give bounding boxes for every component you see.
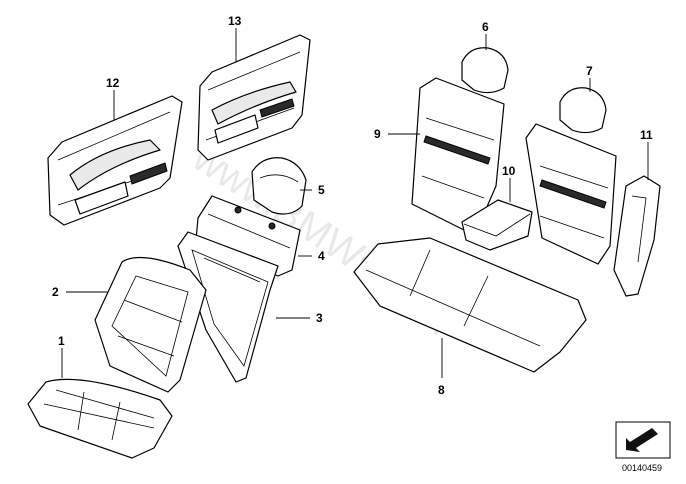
part-5-front-headrest bbox=[251, 157, 307, 215]
part-3-backrest-frame bbox=[177, 231, 279, 383]
label-11: 11 bbox=[640, 128, 653, 142]
label-7: 7 bbox=[586, 64, 593, 78]
part-7-rear-headrest-right bbox=[559, 87, 607, 134]
label-8: 8 bbox=[438, 383, 445, 397]
label-5: 5 bbox=[318, 183, 325, 197]
diagonal-arrow-icon bbox=[615, 421, 671, 459]
part-6-rear-headrest-left bbox=[461, 47, 509, 94]
label-2: 2 bbox=[52, 285, 59, 299]
label-1: 1 bbox=[58, 334, 65, 348]
part-12-front-door-trim bbox=[47, 95, 183, 226]
part-1-seat-cushion-cover bbox=[27, 378, 173, 459]
label-9: 9 bbox=[374, 127, 381, 141]
rear-backrest-right bbox=[525, 123, 617, 265]
part-13-rear-door-trim bbox=[197, 34, 311, 161]
document-number: 00140459 bbox=[622, 463, 662, 473]
part-10-armrest bbox=[461, 199, 533, 251]
part-2-front-backrest-cover bbox=[94, 256, 207, 393]
label-6: 6 bbox=[482, 20, 489, 34]
part-9-rear-backrest-left bbox=[411, 77, 505, 233]
part-11-side-bolster bbox=[613, 175, 661, 297]
callouts: 1 2 3 4 5 6 7 8 9 10 11 12 13 bbox=[52, 14, 653, 397]
label-3: 3 bbox=[316, 311, 323, 325]
label-4: 4 bbox=[318, 249, 325, 263]
label-13: 13 bbox=[228, 14, 242, 28]
part-8-rear-seat-cushion bbox=[353, 237, 587, 373]
label-12: 12 bbox=[106, 76, 120, 90]
label-10: 10 bbox=[502, 164, 516, 178]
